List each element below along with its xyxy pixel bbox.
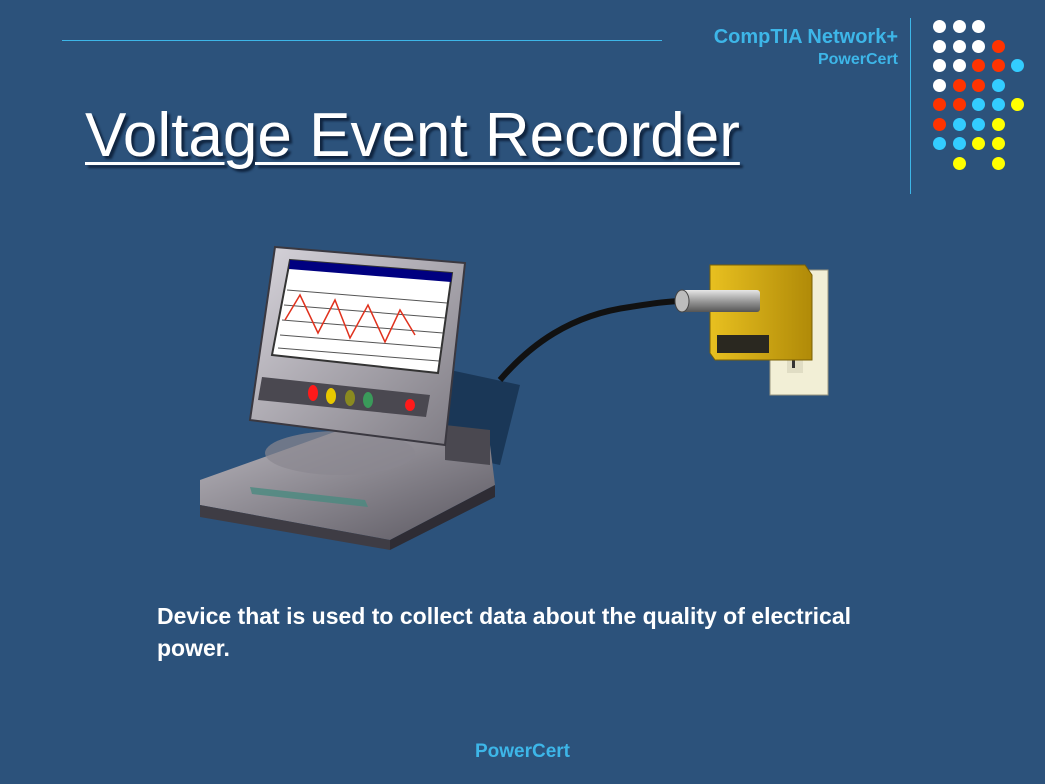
decorative-dot (933, 117, 946, 131)
decorative-dot (952, 39, 966, 53)
decorative-dot (1011, 137, 1024, 150)
slide-title: Voltage Event Recorder (85, 101, 740, 170)
decorative-dot (991, 39, 1005, 53)
decorative-dot (933, 78, 946, 92)
decorative-dot (933, 98, 946, 111)
decorative-dot (972, 59, 985, 72)
decorative-dot (991, 59, 1005, 72)
decorative-dot (991, 98, 1005, 111)
decorative-dot (933, 39, 946, 53)
brand-block: CompTIA Network+ PowerCert (714, 27, 898, 68)
decorative-dot (972, 117, 985, 131)
decorative-dot (952, 59, 966, 72)
decorative-dot (952, 20, 966, 33)
decorative-dot (1011, 79, 1024, 92)
decorative-dot (933, 59, 946, 72)
vertical-rule (910, 18, 911, 194)
decorative-dot (952, 117, 966, 131)
brand-title: CompTIA Network+ (713, 26, 898, 48)
decorative-dot (991, 137, 1005, 150)
decorative-dot (972, 20, 985, 33)
decorative-dot (972, 39, 985, 53)
decorative-dot (952, 78, 966, 92)
header-rule (62, 40, 662, 41)
decorative-dot (1011, 59, 1024, 72)
decorative-dot (952, 156, 966, 170)
decorative-dot-grid (930, 17, 1028, 173)
decorative-dot (1011, 40, 1024, 53)
decorative-dot (933, 20, 946, 33)
decorative-dot (972, 157, 985, 170)
decorative-dot (991, 156, 1005, 170)
decorative-dot (1011, 98, 1024, 111)
decorative-dot (972, 137, 985, 150)
decorative-dot (991, 117, 1005, 131)
decorative-dot (952, 137, 966, 150)
slide-description: Device that is used to collect data abou… (157, 603, 852, 661)
brand-subtitle: PowerCert (817, 51, 898, 68)
decorative-dot (972, 98, 985, 111)
decorative-dot (991, 78, 1005, 92)
decorative-dot (992, 20, 1005, 33)
decorative-dot (933, 157, 946, 170)
footer-brand: PowerCert (474, 741, 571, 762)
decorative-dot (1011, 20, 1024, 33)
decorative-dot (1011, 157, 1024, 170)
decorative-dot (952, 98, 966, 111)
decorative-dot (972, 78, 985, 92)
decorative-dot (1011, 118, 1024, 131)
voltage-recorder-illustration-icon (200, 245, 829, 550)
decorative-dot (933, 137, 946, 150)
